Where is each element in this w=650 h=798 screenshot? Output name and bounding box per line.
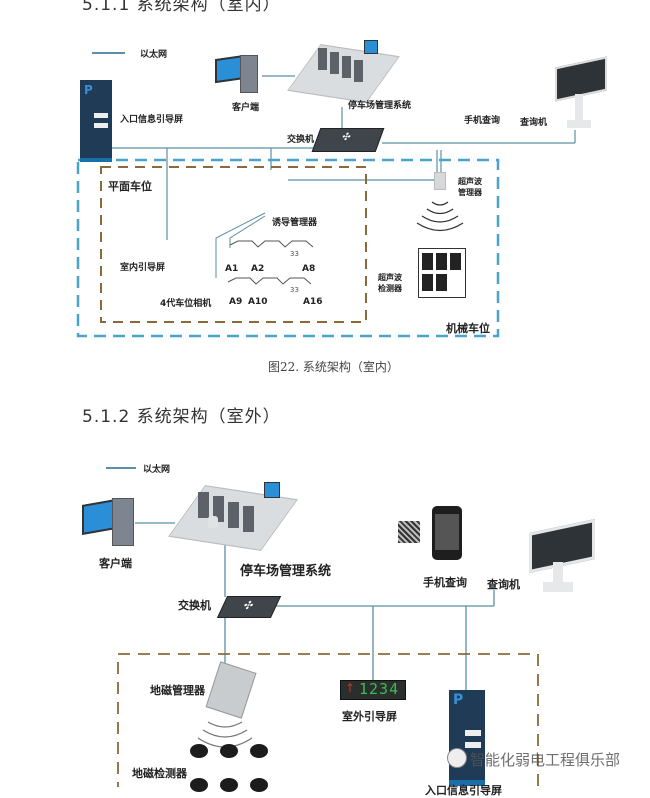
geomag-manager-label: 地磁管理器 xyxy=(150,684,205,697)
spot-a1: A1 xyxy=(225,264,239,274)
legend-ethernet-label: 以太网 xyxy=(140,50,168,60)
ellipsis-row1: 33 xyxy=(290,250,299,258)
indoor-diagram: 以太网 客户端 停车场管理系统 P 入口信息引导屏 ✣ 交换机 手机查询 查询机… xyxy=(0,0,650,360)
outdoor-diagram-lines xyxy=(106,467,539,787)
geomag-detector-icons xyxy=(190,742,280,792)
entrance-screen-icon: P xyxy=(80,80,112,162)
watermark: 智能化弱电工程俱乐部 xyxy=(470,751,621,769)
flat-parking-label: 平面车位 xyxy=(108,180,152,193)
outdoor-screen-value: 1234 xyxy=(359,680,400,698)
switch-label: 交换机 xyxy=(178,599,211,612)
mobile-query-label: 手机查询 xyxy=(423,576,467,589)
management-system-label: 停车场管理系统 xyxy=(348,101,412,111)
indoor-screen-label: 室内引导屏 xyxy=(120,263,166,273)
mobile-query-label: 手机查询 xyxy=(464,116,501,126)
phone-icon xyxy=(432,506,462,560)
guidance-manager-label: 诱导管理器 xyxy=(272,218,318,228)
client-label: 客户端 xyxy=(232,103,260,113)
outdoor-screen-label: 室外引导屏 xyxy=(342,710,397,723)
outdoor-diagram: 以太网 客户端 停车场管理系统 手机查询 查询机 ✣ 交换机 地磁管理器 ↑ 1… xyxy=(0,440,650,797)
switch-icon: ✣ xyxy=(216,596,282,618)
kiosk-icon xyxy=(527,518,597,594)
camera-label: 4代车位相机 xyxy=(160,299,212,309)
switch-label: 交换机 xyxy=(287,135,315,145)
outdoor-screen-icon: ↑ 1234 xyxy=(340,680,406,700)
legend-ethernet-label: 以太网 xyxy=(143,465,171,475)
spot-a10: A10 xyxy=(248,297,268,307)
indoor-heading: 5.1.1 系统架构（室内） xyxy=(82,0,281,15)
management-system-label: 停车场管理系统 xyxy=(240,564,332,579)
indoor-diagram-lines xyxy=(76,52,576,338)
ultrasonic-detector-icon xyxy=(418,248,466,298)
mechanical-zone-border xyxy=(76,158,500,338)
ultrasonic-manager-label: 超声波 管理器 xyxy=(458,177,482,197)
spot-a16: A16 xyxy=(303,297,323,307)
qr-code-icon xyxy=(398,521,420,543)
ultrasonic-detector-label: 超声波 检测器 xyxy=(378,273,402,293)
outdoor-heading: 5.1.2 系统架构（室外） xyxy=(82,407,281,427)
ellipsis-row2: 33 xyxy=(290,286,299,294)
client-pc-icon xyxy=(82,498,142,548)
ultrasonic-manager-icon xyxy=(434,172,446,190)
geomag-detector-label: 地磁检测器 xyxy=(132,767,187,780)
wechat-icon xyxy=(447,748,467,768)
mechanical-parking-label: 机械车位 xyxy=(446,322,490,335)
kiosk-icon xyxy=(555,56,607,132)
server-cluster-icon xyxy=(287,40,400,103)
server-cluster-icon xyxy=(168,480,298,551)
entrance-screen-label: 入口信息引导屏 xyxy=(120,115,184,125)
entrance-screen-icon: P xyxy=(449,690,485,786)
client-label: 客户端 xyxy=(99,557,132,570)
kiosk-label: 查询机 xyxy=(520,118,548,128)
client-pc-icon xyxy=(215,54,265,97)
indoor-figure-caption: 图22. 系统架构（室内） xyxy=(268,360,399,374)
spot-a9: A9 xyxy=(229,297,243,307)
kiosk-label: 查询机 xyxy=(487,578,520,591)
spot-a8: A8 xyxy=(302,264,316,274)
spot-a2: A2 xyxy=(251,264,265,274)
switch-icon: ✣ xyxy=(311,128,385,152)
entrance-screen-label: 入口信息引导屏 xyxy=(425,784,502,797)
outdoor-zone-border xyxy=(117,653,539,787)
flat-zone-border xyxy=(100,166,367,323)
